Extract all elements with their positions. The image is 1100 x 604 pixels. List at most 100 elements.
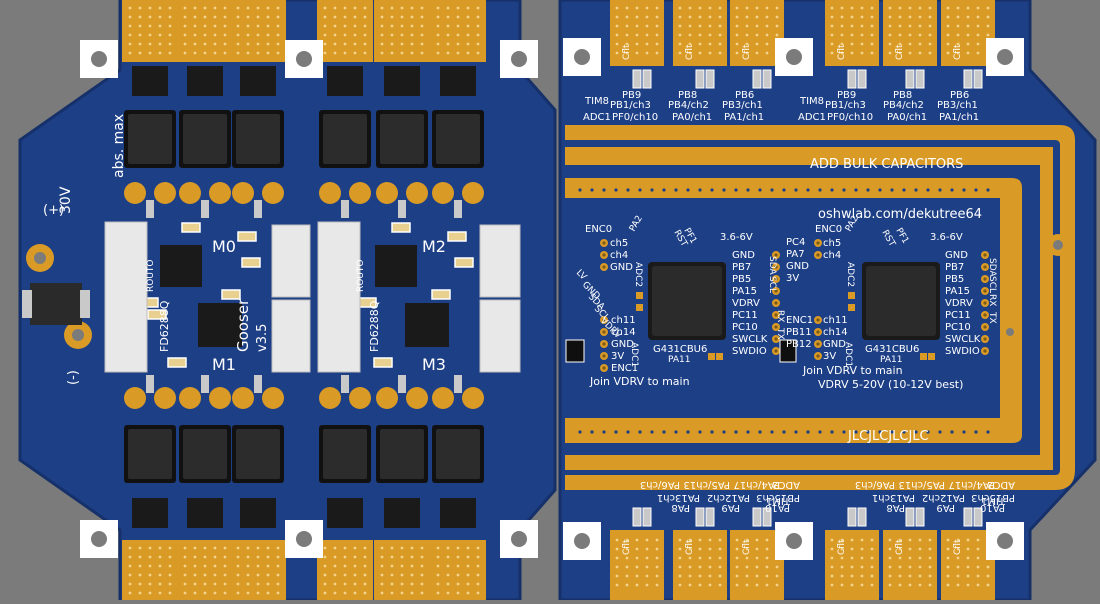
via [380,24,384,28]
via [323,24,327,28]
via [615,538,619,542]
via [410,573,414,577]
cap-pad [406,182,428,204]
via [456,42,460,46]
power-mosfet-body [128,114,172,164]
via [850,538,854,542]
right-board-fingers: CfltCfltCfltCfltCfltCfltCfltCfltCfltCflt… [610,0,995,600]
header-pin-hole [602,366,606,370]
via [745,556,749,560]
mcu-pin-headers [565,239,989,372]
via [410,582,414,586]
via [928,556,932,560]
mounting-hole [786,533,802,549]
via [860,42,864,46]
via [323,555,327,559]
via [928,51,932,55]
via [710,188,714,192]
via [236,33,240,37]
via [688,6,692,10]
via [183,555,187,559]
filter-capacitor [695,69,705,89]
power-bus-trace [565,125,1075,490]
pin-label: PA1/ch1 [724,112,764,123]
via [476,546,480,550]
via [678,547,682,551]
via [223,564,227,568]
via [380,51,384,55]
via [698,15,702,19]
via [708,6,712,10]
via [830,51,834,55]
via [625,15,629,19]
cap-pad [349,387,371,409]
via [718,6,722,10]
via [246,546,250,550]
via [655,538,659,542]
cap-pad [124,182,146,204]
motor-connector [104,221,148,373]
pin-label: PB8 [678,90,697,101]
header-pin-hole [602,354,606,358]
via [840,538,844,542]
via [353,6,357,10]
pin-label-inverted: PB15ch3 [971,492,1015,503]
pin-label: ADC2 [633,262,643,287]
via [323,6,327,10]
filter-capacitor [632,69,642,89]
via [735,33,739,37]
via [333,42,337,46]
via [400,591,404,595]
via [168,24,172,28]
via [363,33,367,37]
via [193,24,197,28]
pin-label: PA15 [945,286,970,297]
via [400,33,404,37]
power-mosfet-body [236,114,280,164]
via [343,564,347,568]
via [854,430,858,434]
route-label-1: ROUTO [146,259,156,292]
cap-pad [432,387,454,409]
via [986,574,990,578]
via [645,574,649,578]
via [410,555,414,559]
power-mosfet-body [380,114,424,164]
via [390,15,394,19]
via [363,15,367,19]
via [956,15,960,19]
via [602,430,606,434]
cap-label: Cflt [895,44,905,60]
via [476,33,480,37]
via [602,188,606,192]
via [353,51,357,55]
via [860,24,864,28]
via [794,188,798,192]
via [662,430,666,434]
via [148,24,152,28]
via [735,574,739,578]
mounting-hole [786,49,802,65]
via [266,591,270,595]
via [928,574,932,578]
header-pin-hole [816,354,820,358]
via [128,24,132,28]
via [870,556,874,560]
via [343,33,347,37]
via [898,51,902,55]
mcu-chip-1 [648,262,726,340]
via [203,6,207,10]
via [148,582,152,586]
via [698,538,702,542]
via [655,42,659,46]
via [363,51,367,55]
via [400,573,404,577]
via [380,546,384,550]
via [655,574,659,578]
via [746,188,750,192]
via [446,582,450,586]
phase-pad-bottom [673,530,727,600]
via [246,564,250,568]
via [986,188,990,192]
header-pin-hole [774,325,778,329]
